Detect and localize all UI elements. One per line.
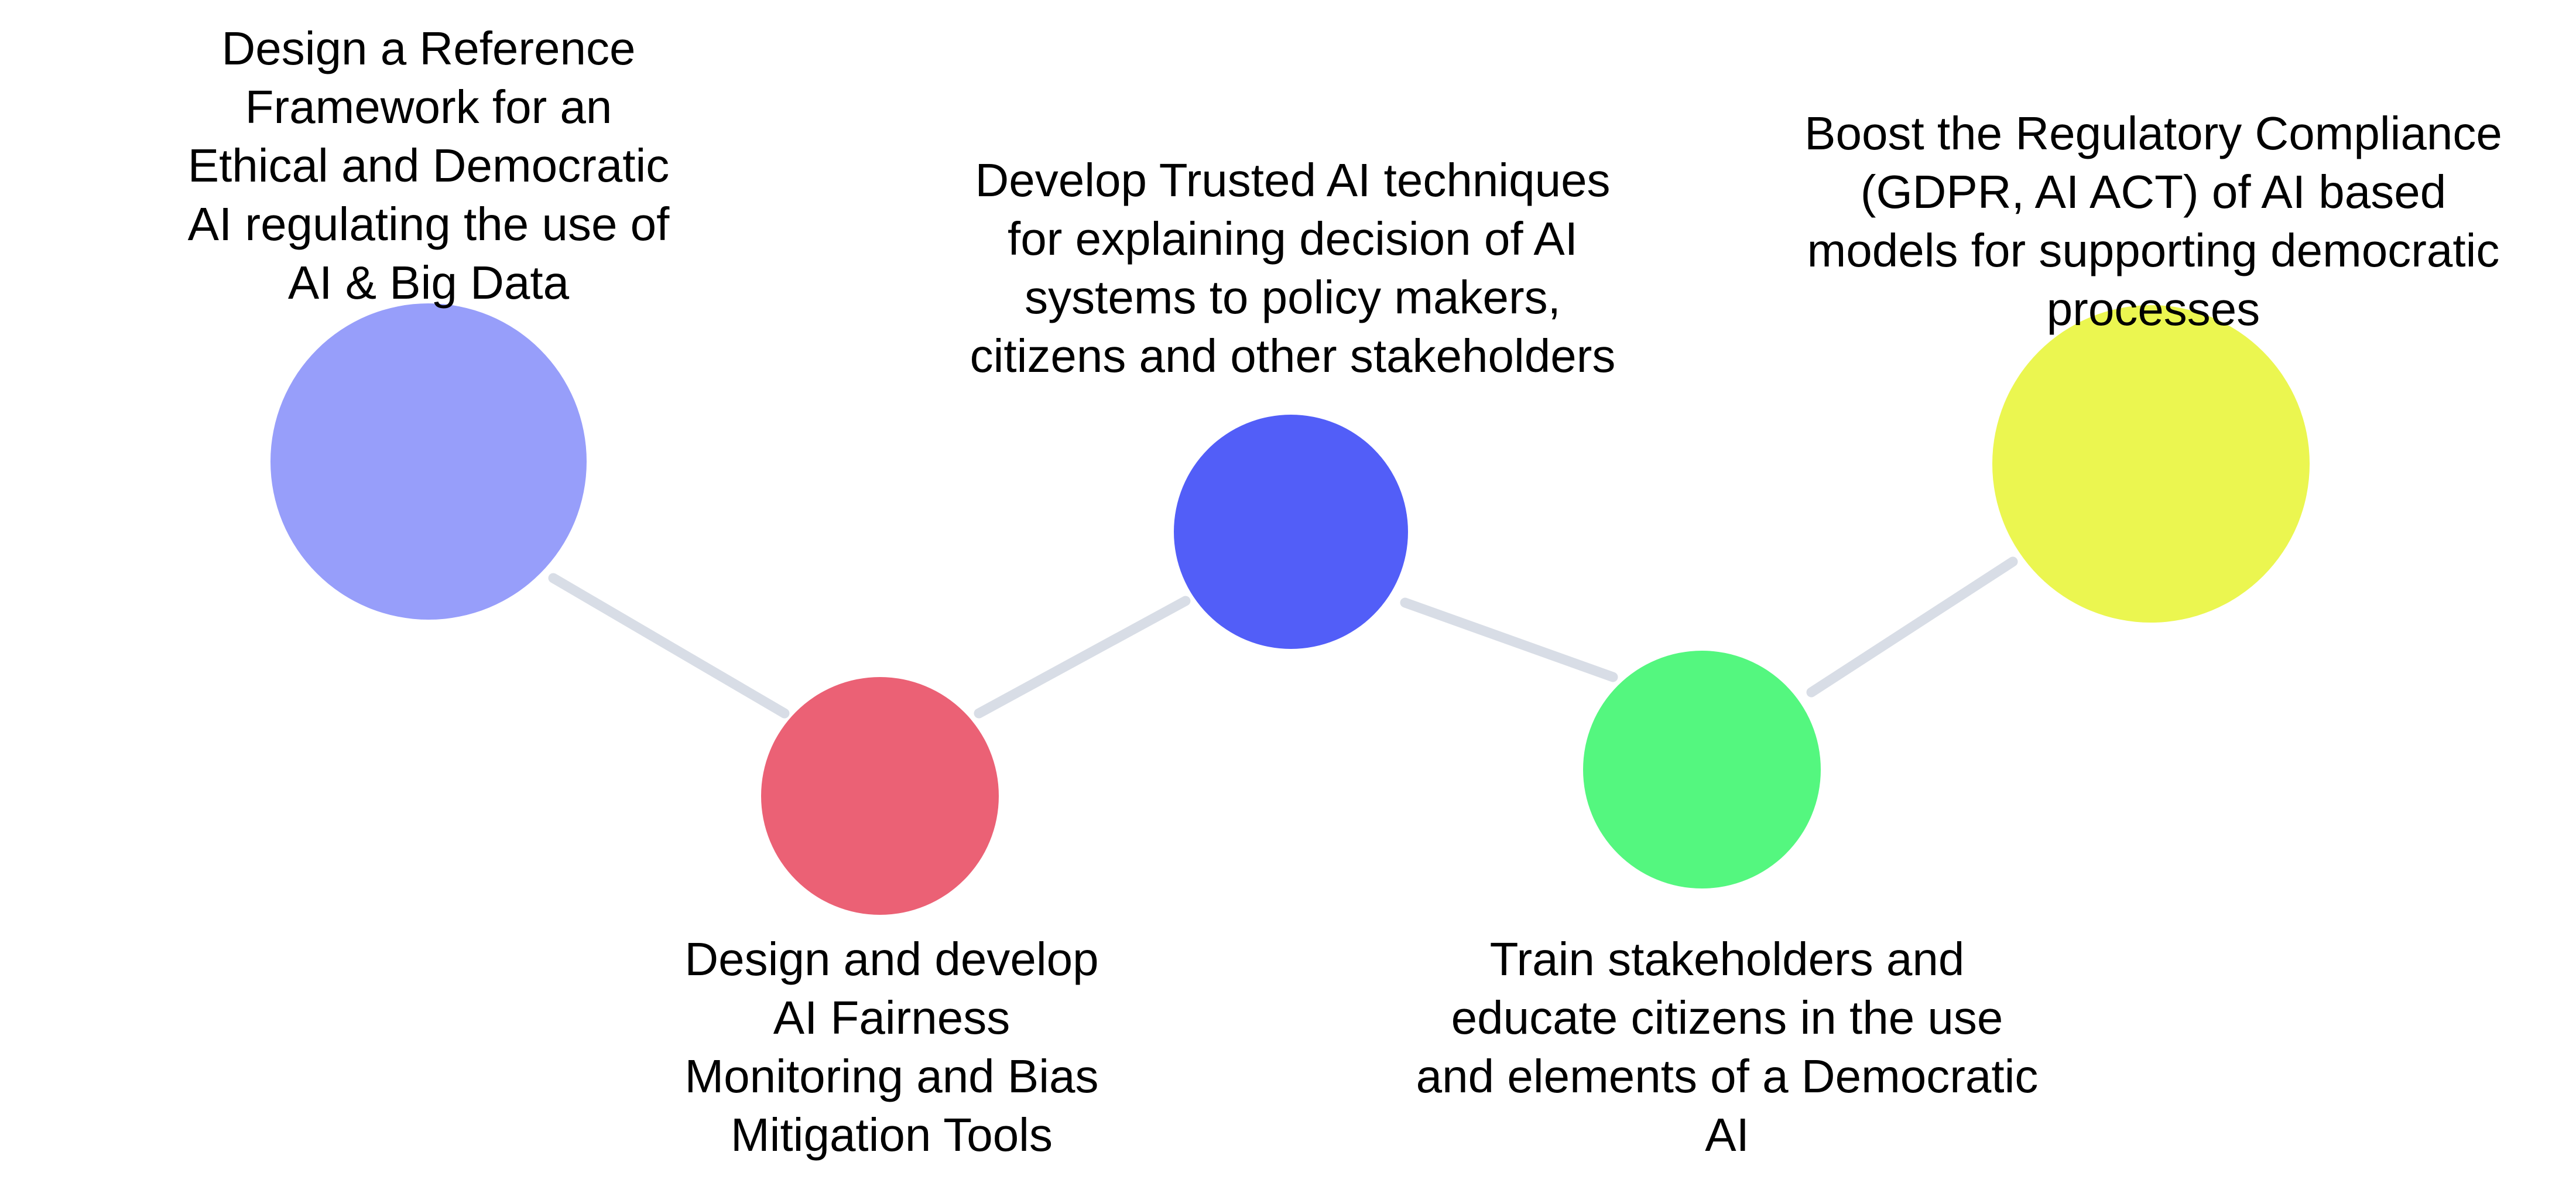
milestone-circle-1: [270, 303, 587, 620]
label-line: AI regulating the use of: [188, 198, 670, 250]
label-line: AI & Big Data: [288, 257, 570, 309]
connector-line: [974, 596, 1191, 719]
label-line: Mitigation Tools: [731, 1109, 1053, 1161]
label-line: models for supporting democratic: [1807, 224, 2500, 276]
label-line: Monitoring and Bias: [684, 1050, 1098, 1102]
label-line: and elements of a Democratic: [1416, 1050, 2039, 1102]
label-line: Design and develop: [684, 933, 1098, 985]
milestone-label-4: Train stakeholders and educate citizens i…: [1416, 933, 2039, 1161]
milestone-label-3: Develop Trusted AI techniques for explain…: [970, 154, 1616, 382]
label-line: AI: [1705, 1109, 1749, 1161]
milestone-circle-2: [761, 677, 999, 915]
label-line: Design a Reference: [221, 22, 635, 74]
label-line: Boost the Regulatory Compliance: [1804, 107, 2502, 159]
milestone-label-5: Boost the Regulatory Compliance (GDPR, AI…: [1804, 107, 2502, 335]
connector-line: [1400, 597, 1618, 682]
connector-line: [548, 573, 790, 719]
label-line: Train stakeholders and: [1490, 933, 1965, 985]
label-line: Ethical and Democratic: [188, 139, 670, 192]
milestone-circle-5: [1992, 305, 2310, 623]
label-line: for explaining decision of AI: [1008, 213, 1578, 265]
label-line: Framework for an: [245, 81, 612, 133]
milestone-circle-4: [1583, 651, 1821, 888]
label-line: systems to policy makers,: [1025, 271, 1561, 323]
label-line: (GDPR, AI ACT) of AI based: [1861, 166, 2446, 218]
label-line: educate citizens in the use: [1451, 992, 2003, 1044]
label-line: processes: [2047, 283, 2260, 335]
label-line: Develop Trusted AI techniques: [975, 154, 1610, 206]
label-line: AI Fairness: [773, 992, 1010, 1044]
label-line: citizens and other stakeholders: [970, 330, 1616, 382]
connector-line: [1806, 556, 2018, 698]
milestone-circle-3: [1174, 415, 1408, 649]
